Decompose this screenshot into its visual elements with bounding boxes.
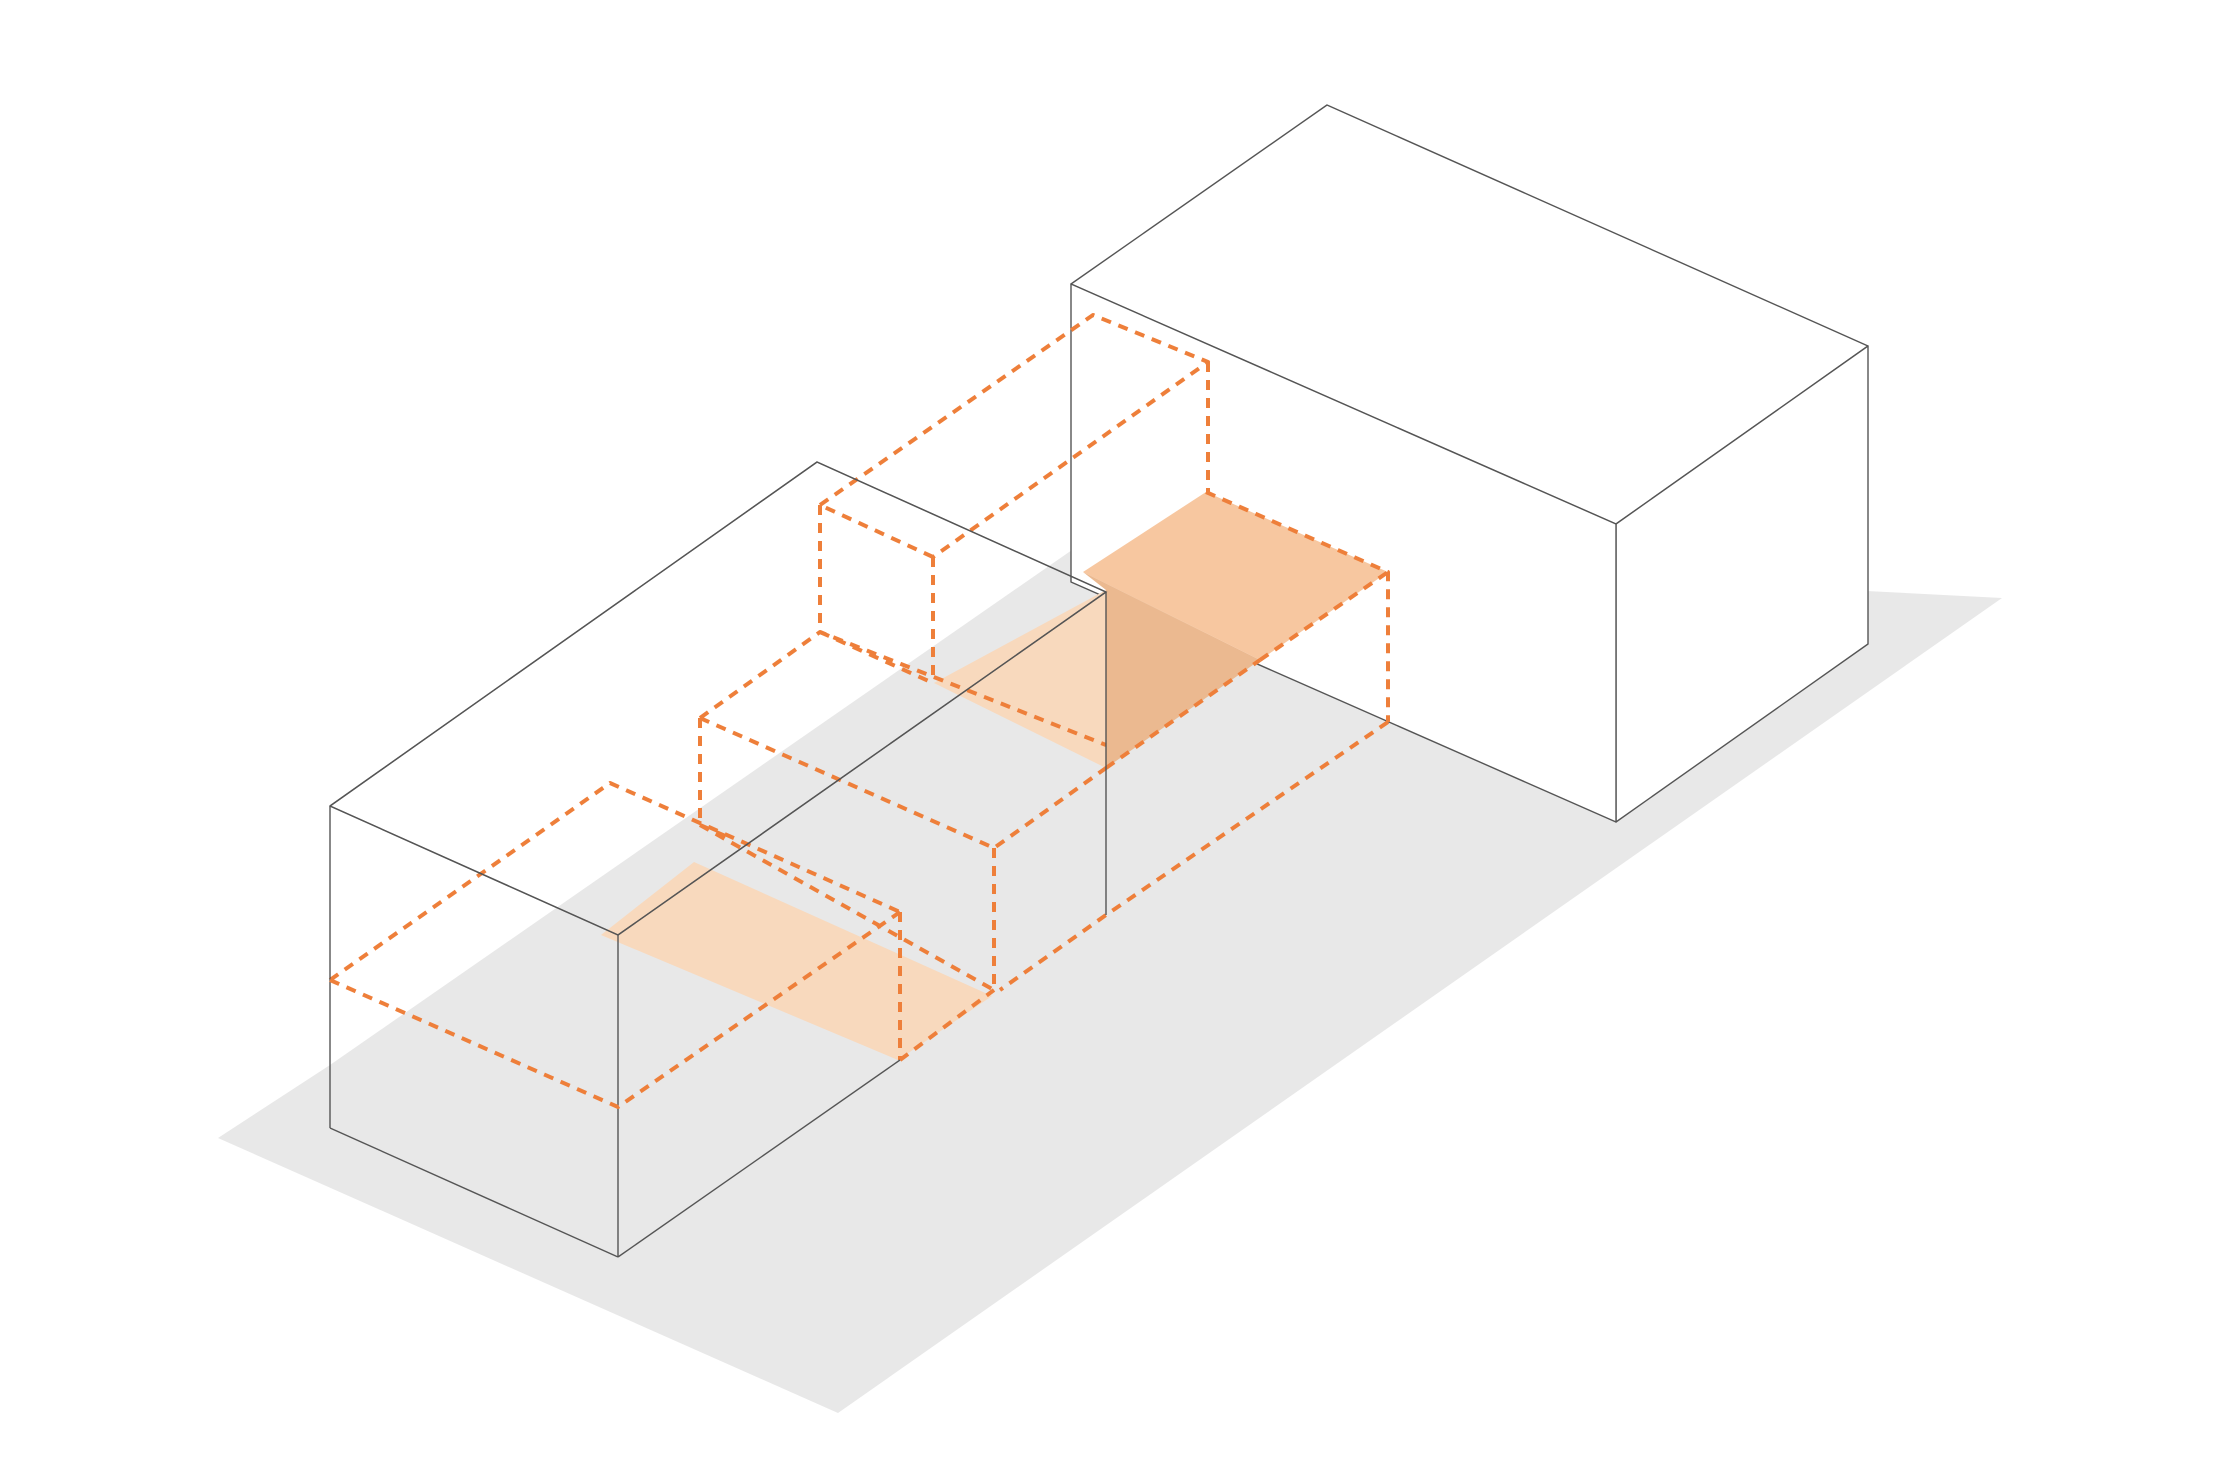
upper-right-dashed-frame — [998, 490, 1390, 992]
left-block-bottom-right — [617, 1059, 901, 1258]
lower-volume-top — [328, 781, 901, 982]
upper-dashed-volume — [818, 313, 1210, 685]
fill-plates — [601, 492, 1388, 1060]
frame-top-edge — [1205, 490, 1390, 722]
lower-volume-inner-edge — [699, 823, 995, 992]
lower-volume-base-right — [898, 988, 996, 1062]
lower-dashed-volume-front — [329, 823, 996, 1109]
lower-volume-front-edge — [329, 910, 902, 1109]
upper-floor-plate-left — [934, 590, 1106, 768]
left-building-block — [329, 461, 1108, 1258]
lower-dashed-volume — [328, 781, 902, 1060]
left-block-bottom-left — [329, 1127, 619, 1258]
frame-left-edge — [1104, 658, 1262, 770]
upper-floor-plate-shade — [1083, 572, 1260, 768]
frame-diagonal — [1258, 570, 1390, 662]
lower-floor-plate — [601, 862, 992, 1060]
upper-volume-ridge — [819, 503, 934, 559]
frame-bottom-edge — [998, 720, 1390, 992]
upper-volume-roof-edge — [818, 313, 1210, 559]
upper-floor-plate-right — [1083, 492, 1388, 660]
middle-volume-top — [698, 630, 1107, 747]
